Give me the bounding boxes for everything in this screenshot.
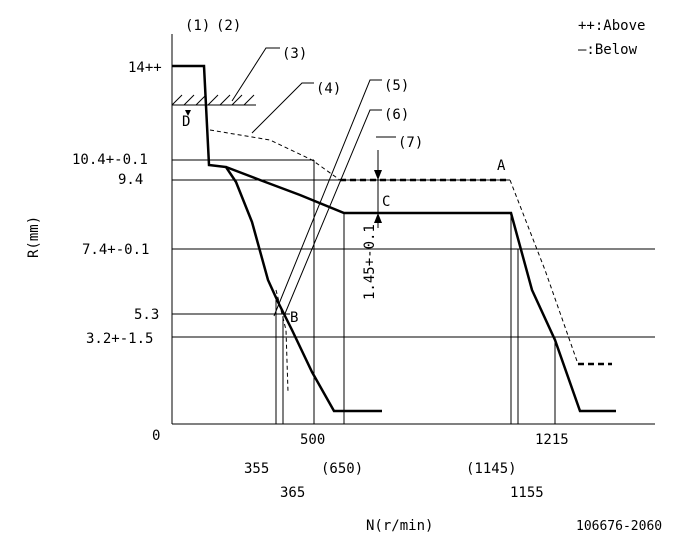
callout-4: (4) (316, 81, 341, 97)
legend-above: ++:Above (578, 18, 645, 34)
drawing-number: 106676-2060 (576, 519, 662, 534)
y-tick-9-4: 9.4 (118, 172, 143, 188)
x-axis-title: N(r/min) (366, 518, 433, 534)
x-tick-365: 365 (280, 485, 305, 501)
x-tick-1215: 1215 (535, 432, 569, 448)
dashed-low-curve (275, 289, 289, 393)
point-c: C (382, 194, 390, 210)
torque-curve (225, 165, 616, 413)
y-tick-7-4: 7.4+-0.1 (82, 242, 149, 258)
y-tick-5-3: 5.3 (134, 307, 159, 323)
dashed-falloff (509, 179, 579, 365)
callout-1: (1) (185, 18, 210, 34)
y-tick-3-2: 3.2+-1.5 (86, 331, 153, 347)
callout-5: (5) (384, 78, 409, 94)
stopper-hatch (171, 94, 255, 106)
leader-6 (283, 109, 382, 317)
point-a: A (497, 158, 506, 174)
x-tick-1155: 1155 (510, 485, 544, 501)
dim-arrow-down (374, 170, 382, 180)
callout-3: (3) (282, 46, 307, 62)
dashed-upper-curve (209, 129, 341, 181)
leader-4 (251, 82, 314, 134)
x-tick-650: (650) (321, 461, 363, 477)
dimension-value: 1.45+-0.1 (362, 224, 378, 300)
leader-5 (273, 79, 382, 317)
dim-arrow-up (374, 213, 382, 223)
x-tick-500: 500 (300, 432, 325, 448)
y-tick-14: 14++ (128, 60, 162, 76)
full-load-curve (172, 64, 382, 413)
y-axis-title: R(mm) (26, 216, 42, 258)
point-d-arrow (185, 110, 191, 116)
callout-2: (2) (216, 18, 241, 34)
callout-7: (7) (398, 135, 423, 151)
point-d: D (182, 114, 190, 130)
x-tick-355: 355 (244, 461, 269, 477)
leader-3 (231, 47, 280, 102)
point-b: B (290, 310, 298, 326)
legend-below: —:Below (578, 42, 638, 58)
origin-label: 0 (152, 428, 160, 444)
callout-6: (6) (384, 107, 409, 123)
y-tick-10-4: 10.4+-0.1 (72, 152, 148, 168)
x-tick-1145: (1145) (466, 461, 517, 477)
